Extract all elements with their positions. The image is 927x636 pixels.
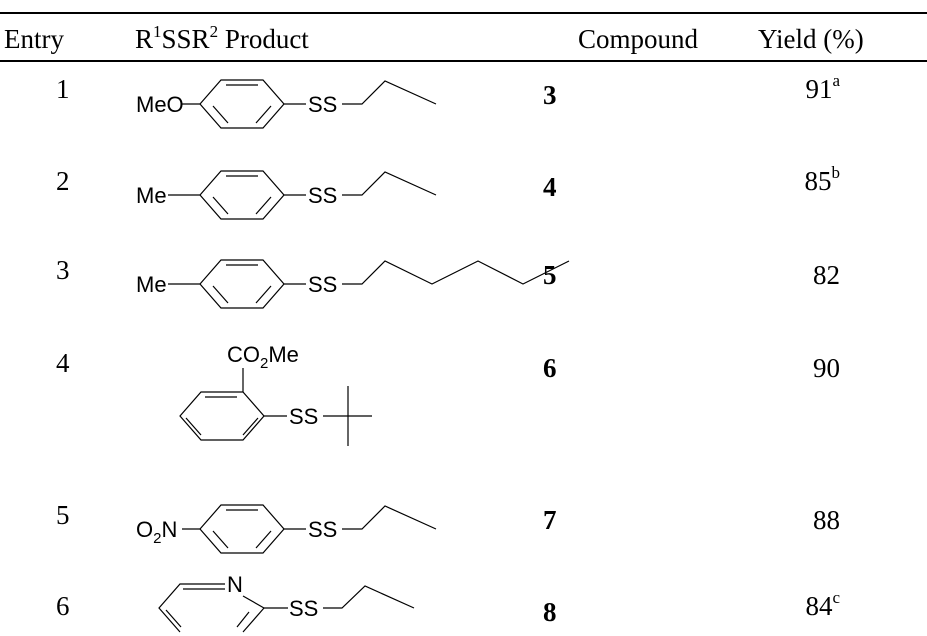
structure-2: Me SS — [136, 170, 437, 220]
row-2-compound: 4 — [543, 172, 557, 202]
svg-text:O2N: O2N — [136, 517, 177, 547]
row-1-entry: 1 — [56, 74, 70, 104]
svg-text:N: N — [227, 572, 243, 597]
svg-text:Me: Me — [136, 183, 167, 208]
svg-text:Me: Me — [136, 272, 167, 297]
row-3-entry: 3 — [56, 255, 70, 285]
svg-text:CO2Me: CO2Me — [227, 342, 299, 372]
row-5-entry: 5 — [56, 500, 70, 530]
svg-text:SS: SS — [308, 183, 337, 208]
row-5-yield: 88 — [813, 505, 840, 535]
svg-text:SS: SS — [308, 92, 337, 117]
svg-text:SS: SS — [308, 272, 337, 297]
row-4-yield: 90 — [813, 353, 840, 383]
row-2-yield: 85b — [804, 163, 841, 196]
header-product: R1SSR2 Product — [135, 22, 309, 54]
row-6-entry: 6 — [56, 591, 70, 621]
svg-text:SS: SS — [289, 404, 318, 429]
row-4-compound: 6 — [543, 353, 557, 383]
svg-text:SS: SS — [308, 517, 337, 542]
row-3-yield: 82 — [813, 260, 840, 290]
svg-text:MeO: MeO — [136, 92, 184, 117]
svg-text:SS: SS — [289, 596, 318, 621]
row-2-entry: 2 — [56, 166, 70, 196]
structure-1: MeO SS — [136, 79, 437, 129]
header-compound: Compound — [578, 24, 699, 54]
top-rule — [0, 12, 927, 14]
structure-5: O2N SS — [136, 504, 437, 554]
header-entry: Entry — [4, 24, 64, 54]
row-6-yield: 84c — [805, 588, 840, 621]
header-rule — [0, 60, 927, 62]
row-6-compound: 8 — [543, 597, 557, 627]
row-1-yield: 91a — [805, 71, 840, 104]
row-4-entry: 4 — [56, 348, 70, 378]
row-5-compound: 7 — [543, 505, 557, 535]
structure-6: N SS — [158, 572, 415, 633]
row-3-compound: 5 — [543, 260, 557, 290]
header-yield: Yield (%) — [758, 24, 864, 54]
structure-3: Me SS — [136, 259, 570, 309]
structure-4: CO2Me SS — [179, 342, 372, 446]
row-1-compound: 3 — [543, 80, 557, 110]
